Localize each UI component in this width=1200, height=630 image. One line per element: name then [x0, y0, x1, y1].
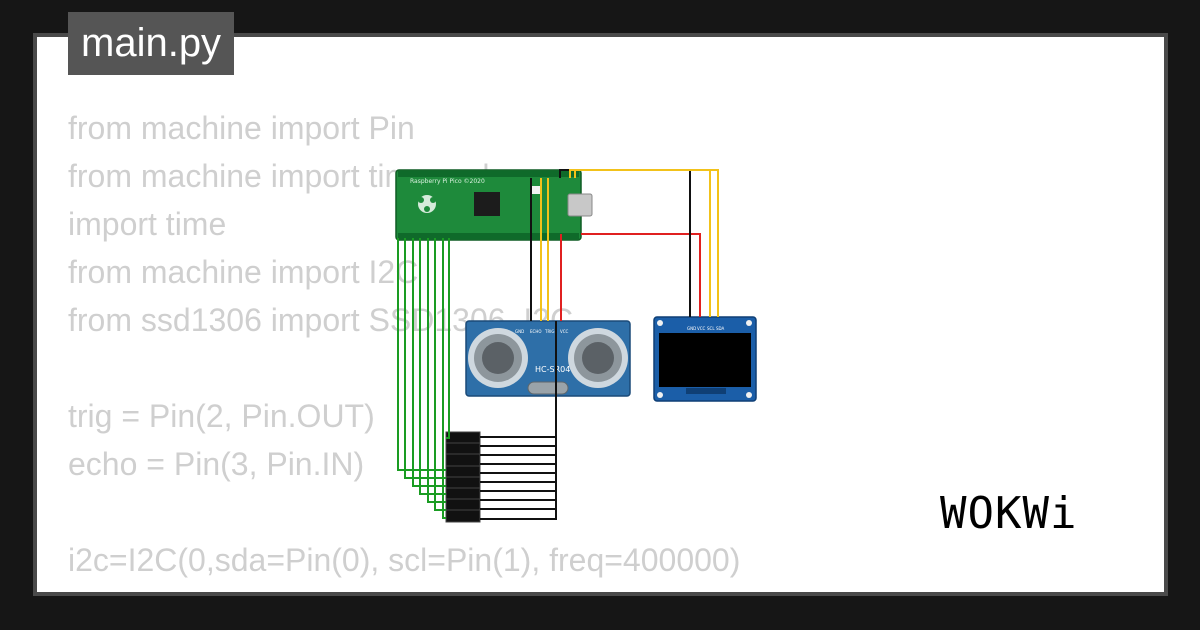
- code-line: from machine import I2C: [68, 254, 419, 290]
- sensor-pin-label: ECHO: [530, 329, 541, 334]
- code-line: echo = Pin(3, Pin.IN): [68, 446, 365, 482]
- raspberry-logo-icon: [418, 195, 436, 213]
- rp2040-chip: [474, 192, 500, 216]
- oled-pin-label: SDA: [716, 326, 725, 331]
- crystal-oscillator: [527, 381, 569, 395]
- preview-card: from machine import Pin from machine impo…: [33, 33, 1168, 596]
- code-editor: from machine import Pin from machine impo…: [68, 104, 741, 592]
- file-tab[interactable]: main.py: [68, 12, 235, 75]
- code-line: from machine import Pin: [68, 110, 415, 146]
- oled-pin-label: GND: [687, 326, 696, 331]
- sensor-pin-label: TRIG: [544, 329, 555, 334]
- oled-screen: [659, 333, 751, 387]
- code-line: oled = SSD1306_I2C(128, 64, i2c): [68, 584, 740, 592]
- wokwi-logo: WOKWi: [940, 488, 1078, 539]
- pico-label: Raspberry Pi Pico ©2020: [410, 178, 485, 185]
- component-stack[interactable]: [445, 431, 481, 523]
- raspberry-pi-pico-board[interactable]: Raspberry Pi Pico ©2020: [395, 169, 593, 241]
- pico-bottom-pins: [398, 233, 579, 239]
- code-line: import time: [68, 206, 227, 242]
- pico-top-pins: [398, 171, 579, 177]
- sensor-pin-label: GND: [515, 329, 524, 334]
- usb-port: [567, 193, 593, 217]
- bootsel-button[interactable]: [532, 186, 542, 194]
- ssd1306-oled-display[interactable]: GND VCC SCL SDA: [653, 316, 757, 402]
- hc-sr04-sensor[interactable]: HC-SR04 VCC TRIG ECHO GND: [465, 320, 631, 397]
- code-line: i2c=I2C(0,sda=Pin(0), scl=Pin(1), freq=4…: [68, 542, 741, 578]
- sensor-pin-label: VCC: [560, 329, 569, 334]
- sensor-label: HC-SR04: [535, 365, 570, 374]
- oled-pin-label: VCC: [697, 326, 706, 331]
- wires: [397, 169, 719, 520]
- oled-pin-label: SCL: [707, 326, 715, 331]
- code-line: trig = Pin(2, Pin.OUT): [68, 398, 375, 434]
